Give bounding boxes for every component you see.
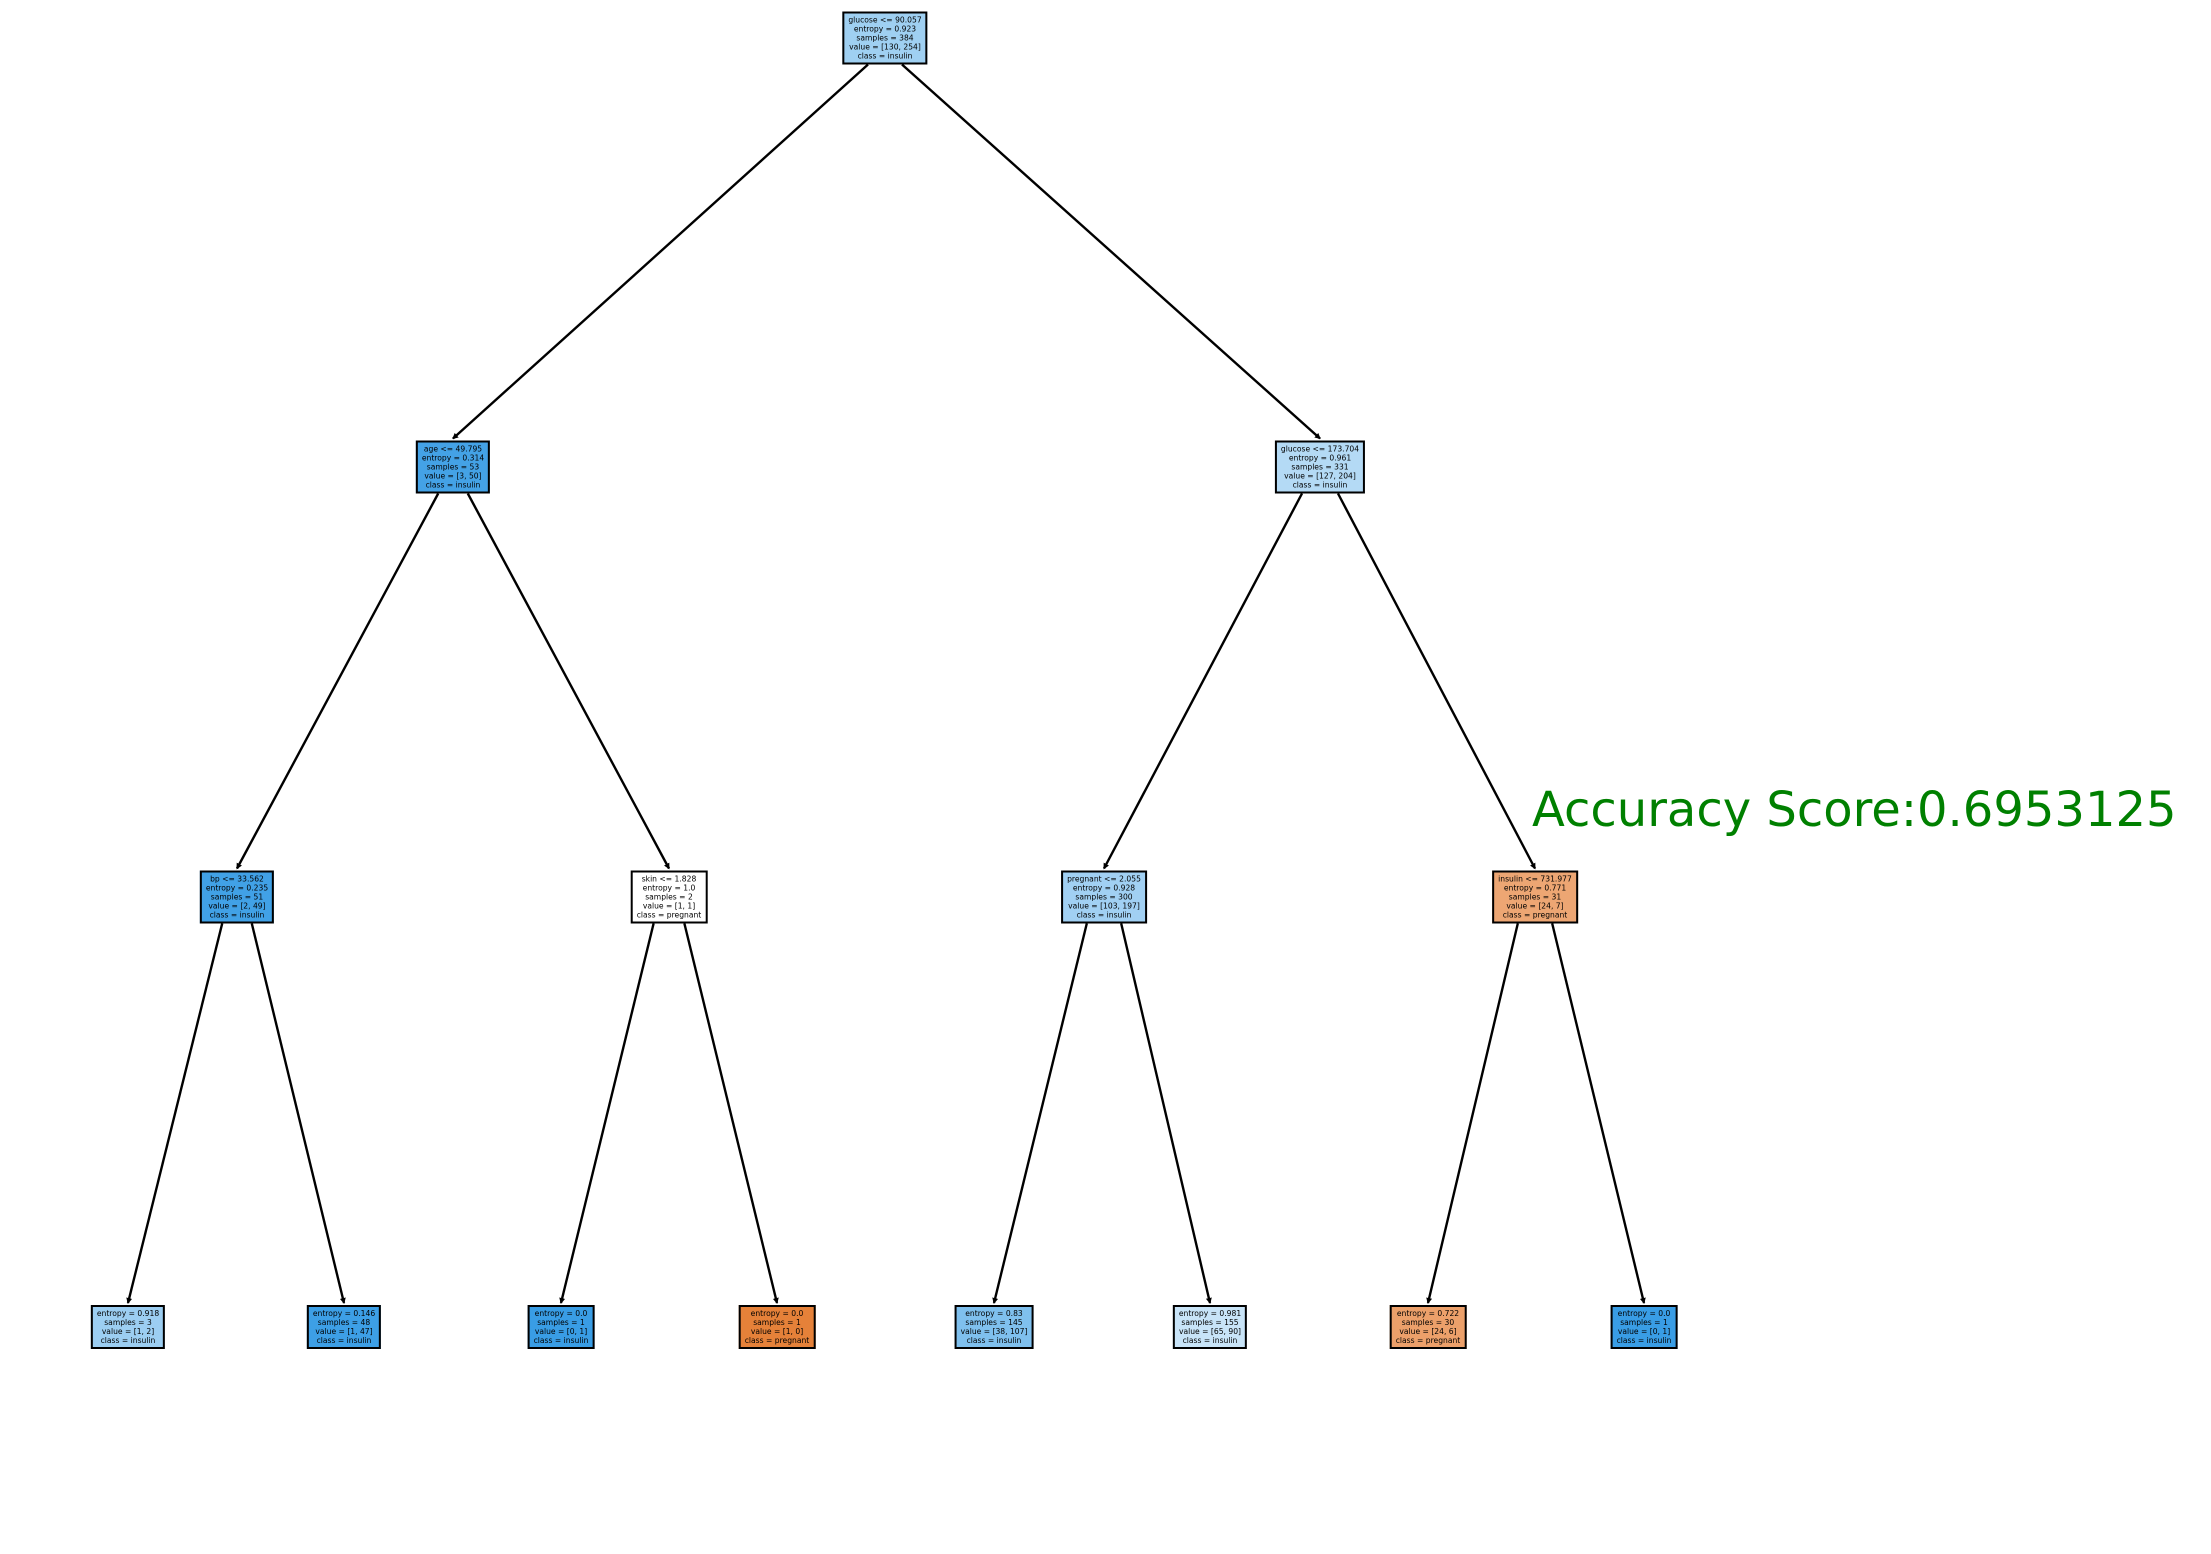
node-text-line: class = pregnant [1395,1336,1461,1345]
node-text-line: class = insulin [533,1336,589,1345]
node-text-line: value = [0, 1] [1617,1327,1671,1336]
node-text-line: glucose <= 173.704 [1280,444,1360,454]
node-text-line: samples = 300 [1075,892,1133,902]
node-text-line: samples = 331 [1291,462,1349,472]
node-text-line: glucose <= 90.057 [848,15,922,25]
node-text-line: class = pregnant [744,1336,810,1345]
tree-edge-n0-n1 [452,63,869,440]
node-text-line: samples = 384 [856,33,914,43]
node-text-line: class = insulin [100,1336,156,1345]
node-text-line: class = insulin [1182,1336,1238,1345]
node-text-line: entropy = 0.235 [205,883,269,893]
node-text-line: value = [0, 1] [534,1327,588,1336]
accuracy-score-label: Accuracy Score:0.6953125 [1532,782,2177,838]
node-text-line: value = [3, 50] [424,471,482,481]
node-text-line: entropy = 0.83 [965,1309,1023,1318]
tree-edge-n12-n14 [1551,923,1646,1304]
node-text-line: samples = 1 [537,1318,585,1327]
node-text-line: samples = 51 [210,892,264,902]
node-text-line: samples = 53 [426,462,480,472]
tree-edge-n5-n7 [683,923,779,1304]
node-text-line: entropy = 0.0 [750,1309,804,1318]
node-text-line: value = [127, 204] [1284,471,1356,481]
tree-edge-n2-n3 [126,923,224,1304]
node-text-line: value = [1, 1] [642,901,696,911]
node-text-line: skin <= 1.828 [641,874,697,884]
tree-edge-n8-n9 [1102,492,1304,870]
node-text-line: entropy = 0.961 [1288,453,1352,463]
tree-edge-n9-n10 [992,923,1088,1304]
node-text-line: entropy = 0.146 [312,1309,376,1318]
tree-edge-n1-n5 [466,492,671,870]
node-text-line: value = [1, 2] [101,1327,155,1336]
node-text-line: bp <= 33.562 [210,874,264,884]
node-text-line: class = insulin [966,1336,1022,1345]
node-text-line: entropy = 0.981 [1178,1309,1242,1318]
node-text-line: entropy = 0.314 [421,453,485,463]
node-text-line: entropy = 0.0 [1617,1309,1671,1318]
node-text-line: entropy = 0.0 [534,1309,588,1318]
node-text-line: age <= 49.795 [423,444,483,454]
tree-edge-n12-n13 [1426,923,1519,1304]
tree-edge-n2-n4 [250,923,346,1304]
node-text-line: samples = 48 [317,1318,371,1327]
node-text-line: class = pregnant [636,910,702,920]
node-text-line: entropy = 1.0 [642,883,696,893]
node-text-line: samples = 3 [104,1318,152,1327]
node-text-line: samples = 1 [1620,1318,1668,1327]
node-text-line: class = insulin [1292,480,1348,490]
node-text-line: entropy = 0.722 [1396,1309,1460,1318]
node-text-line: value = [1, 47] [315,1327,373,1336]
tree-edge-n5-n6 [559,923,655,1304]
node-text-line: class = insulin [316,1336,372,1345]
node-text-line: samples = 1 [753,1318,801,1327]
node-text-line: value = [130, 254] [849,42,921,52]
node-text-line: class = pregnant [1502,910,1568,920]
tree-edge-n9-n11 [1120,923,1212,1304]
node-text-line: value = [65, 90] [1178,1327,1241,1336]
node-text-line: value = [24, 6] [1399,1327,1457,1336]
node-text-line: entropy = 0.918 [96,1309,160,1318]
node-text-line: pregnant <= 2.055 [1067,874,1141,884]
node-text-line: value = [2, 49] [208,901,266,911]
node-text-line: insulin <= 731.977 [1498,874,1572,884]
node-text-line: class = insulin [1076,910,1132,920]
node-text-line: value = [38, 107] [960,1327,1028,1336]
node-text-line: entropy = 0.928 [1072,883,1136,893]
node-text-line: samples = 145 [965,1318,1023,1327]
node-text-line: entropy = 0.923 [853,24,917,34]
node-text-line: value = [1, 0] [750,1327,804,1336]
tree-edge-n8-n12 [1336,492,1537,870]
node-text-line: samples = 31 [1508,892,1562,902]
tree-edge-n0-n8 [901,63,1321,440]
node-text-line: value = [24, 7] [1506,901,1564,911]
node-text-line: entropy = 0.771 [1503,883,1567,893]
node-text-line: samples = 30 [1401,1318,1455,1327]
tree-edge-n1-n2 [235,492,440,870]
node-text-line: samples = 2 [645,892,693,902]
node-text-line: class = insulin [857,51,913,61]
node-text-line: class = insulin [1616,1336,1672,1345]
node-text-line: class = insulin [209,910,265,920]
node-text-line: samples = 155 [1181,1318,1239,1327]
node-text-line: class = insulin [425,480,481,490]
node-text-line: value = [103, 197] [1068,901,1140,911]
